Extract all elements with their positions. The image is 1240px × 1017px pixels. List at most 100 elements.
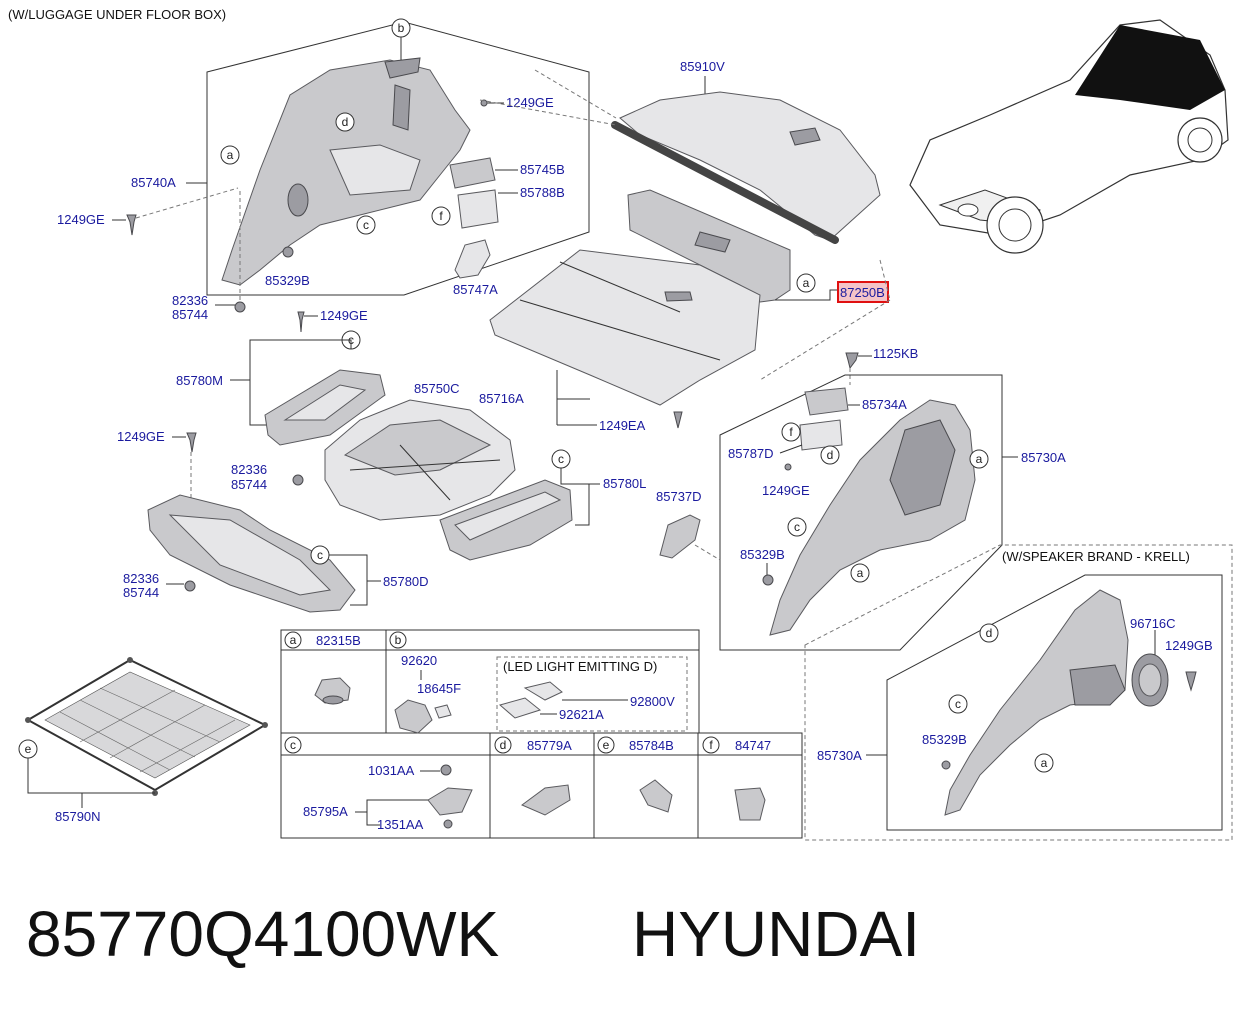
label-96716C: 96716C — [1130, 616, 1176, 631]
trim-hole — [287, 183, 309, 217]
cover-roller-tube — [611, 121, 839, 244]
legend-b-code3: 92800V — [630, 694, 675, 709]
legend-b-code4: 92621A — [559, 707, 604, 722]
label-85737D: 85737D — [656, 489, 702, 504]
svg-text:a: a — [227, 148, 234, 162]
label-85788B: 85788B — [520, 185, 565, 200]
legend-b-code1: 92620 — [401, 653, 437, 668]
part-85737D — [659, 514, 701, 559]
speaker-note: (W/SPEAKER BRAND - KRELL) — [1002, 549, 1190, 564]
cargo-net-85790N — [25, 657, 268, 796]
luggage-note: (W/LUGGAGE UNDER FLOOR BOX) — [8, 7, 226, 22]
svg-text:d: d — [342, 115, 349, 129]
svg-text:b: b — [395, 633, 402, 647]
label-1249GE-leftmid: 1249GE — [117, 429, 165, 444]
svg-text:a: a — [857, 566, 864, 580]
highlight-87250B[interactable] — [837, 281, 889, 303]
svg-text:f: f — [709, 738, 713, 752]
label-85740A: 85740A — [131, 175, 176, 190]
svg-text:a: a — [290, 633, 297, 647]
label-85716A: 85716A — [479, 391, 524, 406]
svg-text:c: c — [363, 218, 369, 232]
luggage-board-85716A — [489, 249, 761, 406]
label-85744-mid: 85744 — [231, 477, 267, 492]
label-85329B-right: 85329B — [740, 547, 785, 562]
led-subbox — [496, 656, 688, 732]
trim-top-pocket — [384, 57, 421, 79]
svg-text:e: e — [603, 738, 610, 752]
label-1249GE-mid: 1249GE — [320, 308, 368, 323]
label-1249EA: 1249EA — [599, 418, 646, 433]
label-85780L: 85780L — [603, 476, 646, 491]
label-85329B-krell: 85329B — [922, 732, 967, 747]
label-85780D: 85780D — [383, 574, 429, 589]
speaker-group-dashed — [804, 544, 1233, 841]
part-85779A — [521, 784, 571, 816]
part-85784B — [639, 779, 673, 813]
lamp-92620 — [394, 699, 433, 734]
svg-text:a: a — [976, 452, 983, 466]
label-85744-top: 85744 — [172, 307, 208, 322]
label-1249GE-top: 1249GE — [506, 95, 554, 110]
group-box-85730A-krell — [886, 574, 1223, 831]
svg-text:a: a — [803, 276, 810, 290]
label-85910V: 85910V — [680, 59, 725, 74]
svg-text:b: b — [398, 21, 405, 35]
label-85734A: 85734A — [862, 397, 907, 412]
legend-table — [280, 629, 803, 839]
label-85747A: 85747A — [453, 282, 498, 297]
svg-text:f: f — [439, 209, 443, 223]
trim-vent — [392, 84, 411, 131]
label-85750C: 85750C — [414, 381, 460, 396]
label-1249GB: 1249GB — [1165, 638, 1213, 653]
footer-brand: HYUNDAI — [632, 898, 920, 970]
label-87250B[interactable]: 87250B — [840, 285, 885, 300]
part-85745B — [449, 157, 496, 189]
legend-d-code: 85779A — [527, 738, 572, 753]
clip-82315B — [314, 677, 351, 704]
label-1125KB: 1125KB — [873, 346, 918, 361]
svg-text:d: d — [827, 448, 834, 462]
side-trim-85730A-krell — [944, 589, 1129, 816]
svg-text:c: c — [558, 452, 564, 466]
svg-text:e: e — [25, 742, 32, 756]
legend-c-code3: 1351AA — [377, 817, 424, 832]
legend-a-code: 82315B — [316, 633, 361, 648]
label-85730A-krell: 85730A — [817, 748, 862, 763]
label-82336-low: 82336 — [123, 571, 159, 586]
label-82336-mid: 82336 — [231, 462, 267, 477]
footer-part-number: 85770Q4100WK — [26, 898, 499, 970]
label-1249GE-right: 1249GE — [762, 483, 810, 498]
vehicle-illustration — [909, 19, 1229, 254]
label-82336-top: 82336 — [172, 293, 208, 308]
svg-text:c: c — [290, 738, 296, 752]
svg-text:c: c — [794, 520, 800, 534]
svg-text:d: d — [986, 626, 993, 640]
legend-f-code: 84747 — [735, 738, 771, 753]
svg-text:f: f — [789, 425, 793, 439]
svg-text:c: c — [955, 697, 961, 711]
group-box-85730A — [719, 374, 1003, 651]
label-85787D: 85787D — [728, 446, 774, 461]
label-85780M: 85780M — [176, 373, 223, 388]
legend-e-code: 85784B — [629, 738, 674, 753]
label-85790N: 85790N — [55, 809, 101, 824]
svg-text:d: d — [500, 738, 507, 752]
part-85734A — [804, 387, 849, 416]
bolt-1249GE-left — [126, 214, 137, 236]
label-85329B-top: 85329B — [265, 273, 310, 288]
label-1249GE-left: 1249GE — [57, 212, 105, 227]
svg-text:a: a — [1041, 756, 1048, 770]
part-84747 — [734, 787, 766, 821]
legend-c-code1: 1031AA — [368, 763, 415, 778]
svg-text:c: c — [317, 548, 323, 562]
label-85745B: 85745B — [520, 162, 565, 177]
part-85747A — [454, 239, 491, 279]
label-85730A-top: 85730A — [1021, 450, 1066, 465]
part-85788B — [457, 189, 499, 229]
label-85744-low: 85744 — [123, 585, 159, 600]
led-note: (LED LIGHT EMITTING D) — [503, 659, 657, 674]
trim-inner-panel — [329, 144, 421, 196]
legend-c-code2: 85795A — [303, 804, 348, 819]
